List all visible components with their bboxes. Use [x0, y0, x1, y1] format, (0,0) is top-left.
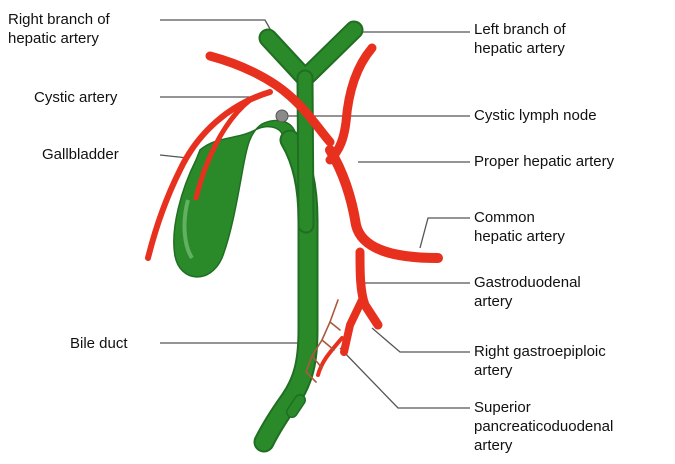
label-right-gastroepiploic: Right gastroepiploic artery — [474, 342, 606, 380]
label-superior-pancreatico-line3: artery — [474, 436, 613, 455]
label-right-branch: Right branch of hepatic artery — [8, 10, 110, 48]
label-left-branch-line1: Left branch of — [474, 20, 566, 39]
label-superior-pancreatico-line2: pancreaticoduodenal — [474, 417, 613, 436]
superior-pancreatico-branch — [318, 338, 342, 375]
label-gastroduodenal-line1: Gastroduodenal — [474, 273, 581, 292]
label-right-gastroepiploic-line1: Right gastroepiploic — [474, 342, 606, 361]
label-common-hepatic-line1: Common — [474, 208, 565, 227]
label-right-gastroepiploic-line2: artery — [474, 361, 606, 380]
label-common-hepatic-line2: hepatic artery — [474, 227, 565, 246]
label-left-branch: Left branch of hepatic artery — [474, 20, 566, 58]
label-common-hepatic: Common hepatic artery — [474, 208, 565, 246]
label-gallbladder: Gallbladder — [42, 145, 119, 164]
label-proper-hepatic: Proper hepatic artery — [474, 152, 614, 171]
leader-common-hepatic — [420, 218, 470, 248]
label-cystic-artery: Cystic artery — [34, 88, 117, 107]
label-left-branch-line2: hepatic artery — [474, 39, 566, 58]
label-superior-pancreatico: Superior pancreaticoduodenal artery — [474, 398, 613, 455]
label-superior-pancreatico-line1: Superior — [474, 398, 613, 417]
bile-duct-tree — [264, 30, 354, 442]
label-right-branch-line1: Right branch of — [8, 10, 110, 29]
label-gastroduodenal-line2: artery — [474, 292, 581, 311]
cystic-lymph-node-shape — [276, 110, 288, 122]
label-right-branch-line2: hepatic artery — [8, 29, 110, 48]
label-cystic-lymph-node: Cystic lymph node — [474, 106, 597, 125]
leader-right-gastroepiploic — [372, 328, 470, 352]
gastroduodenal-artery — [360, 252, 378, 325]
label-bile-duct: Bile duct — [70, 334, 128, 353]
label-gastroduodenal: Gastroduodenal artery — [474, 273, 581, 311]
right-gastroepiploic-artery — [344, 300, 362, 352]
leader-superior-pancreatico — [340, 348, 470, 408]
left-hepatic-branch — [330, 48, 372, 160]
